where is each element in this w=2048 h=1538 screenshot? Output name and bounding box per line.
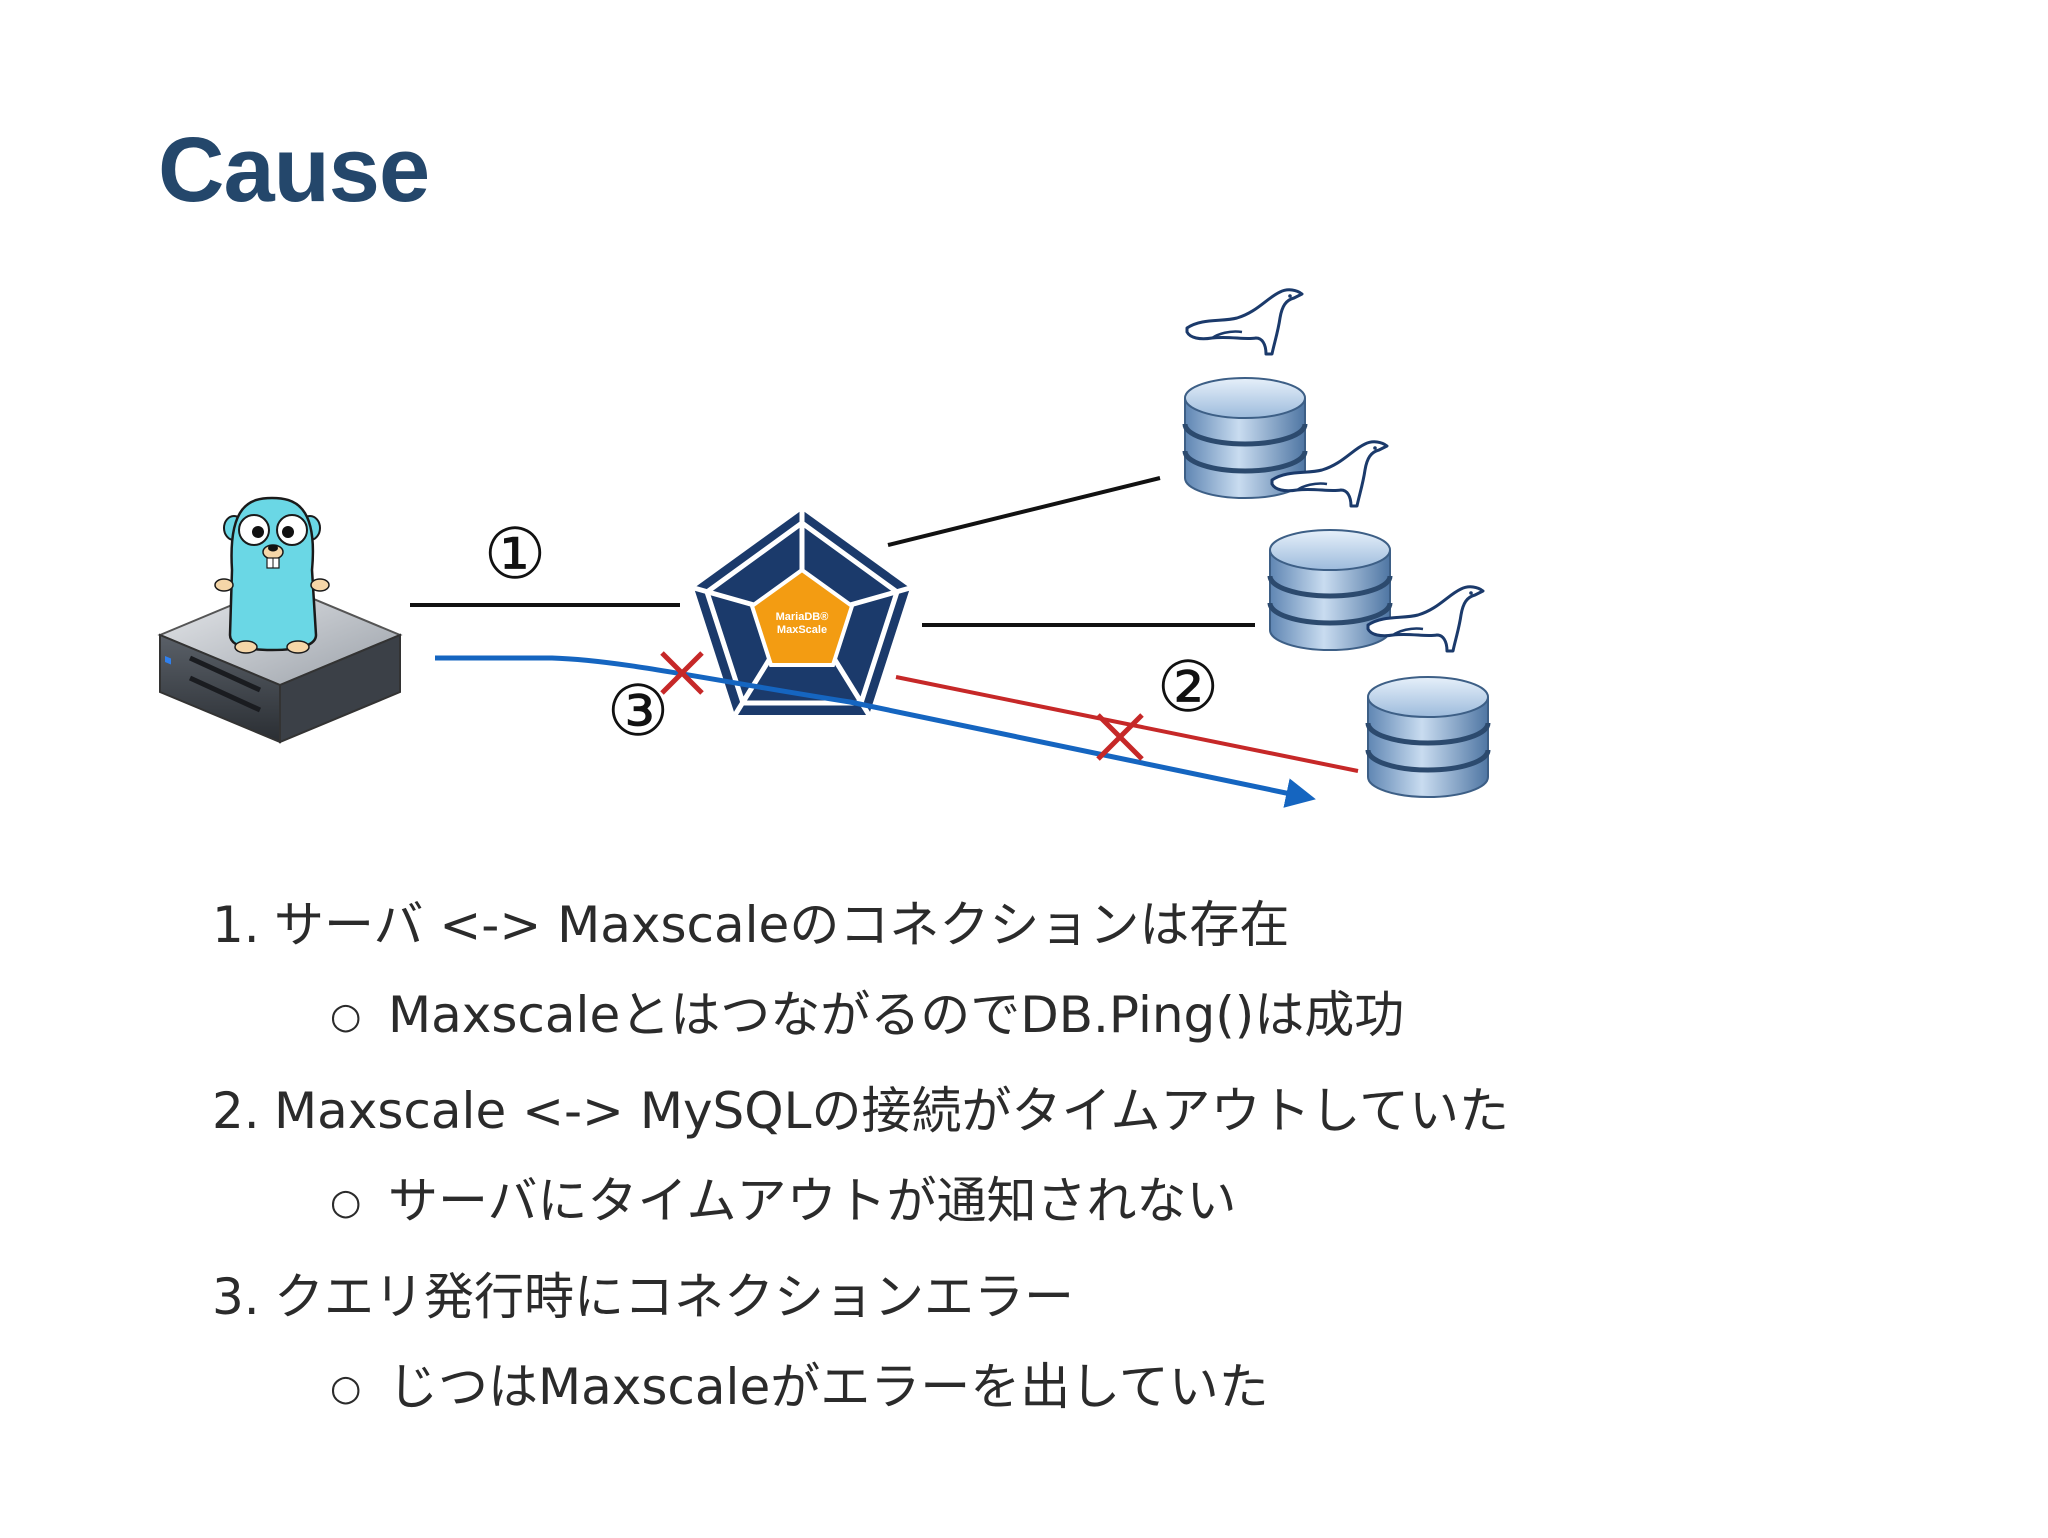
architecture-diagram: MariaDB® MaxScale ① ② ③ xyxy=(150,240,1550,840)
list-item-number: 2. xyxy=(212,1082,260,1140)
list-item-number: 3. xyxy=(212,1268,260,1326)
maxscale-logo-line2: MaxScale xyxy=(777,624,827,636)
slide-title: Cause xyxy=(158,119,430,221)
list-item-text: サーバ <-> Maxscaleのコネクションは存在 xyxy=(274,896,1290,954)
line-maxscale-db1 xyxy=(887,476,1161,547)
list-item-text: Maxscale <-> MySQLの接続がタイムアウトしていた xyxy=(274,1082,1509,1140)
maxscale-logo: MariaDB® MaxScale xyxy=(693,510,911,717)
list-item: 1. サーバ <-> Maxscaleのコネクションは存在 ○ Maxscale… xyxy=(212,880,1912,1060)
seal-icon-1 xyxy=(1185,288,1304,356)
cross-mark-3 xyxy=(660,651,704,695)
cause-list: 1. サーバ <-> Maxscaleのコネクションは存在 ○ Maxscale… xyxy=(212,880,1912,1432)
database-icon-3 xyxy=(1368,677,1488,797)
maxscale-logo-line1: MariaDB® xyxy=(776,611,829,623)
label-step-3: ③ xyxy=(607,670,670,752)
list-subitem-text: じつはMaxscaleがエラーを出していた xyxy=(388,1358,1269,1416)
bullet-icon: ○ xyxy=(330,1368,362,1409)
bullet-icon: ○ xyxy=(330,1182,362,1223)
list-item: 2. Maxscale <-> MySQLの接続がタイムアウトしていた ○ サー… xyxy=(212,1066,1912,1246)
label-step-1: ① xyxy=(484,513,547,595)
gopher-icon xyxy=(214,496,330,654)
list-subitem-text: サーバにタイムアウトが通知されない xyxy=(388,1172,1237,1230)
list-subitem-text: MaxscaleとはつながるのでDB.Ping()は成功 xyxy=(388,986,1405,1044)
line-maxscale-db3-red xyxy=(895,675,1359,773)
bullet-icon: ○ xyxy=(330,996,362,1037)
label-step-2: ② xyxy=(1157,646,1220,728)
list-item-text: クエリ発行時にコネクションエラー xyxy=(274,1268,1074,1326)
list-item-number: 1. xyxy=(212,896,260,954)
list-item: 3. クエリ発行時にコネクションエラー ○ じつはMaxscaleがエラーを出し… xyxy=(212,1252,1912,1432)
cross-mark-2 xyxy=(1096,713,1144,761)
blue-query-path xyxy=(435,655,1316,808)
